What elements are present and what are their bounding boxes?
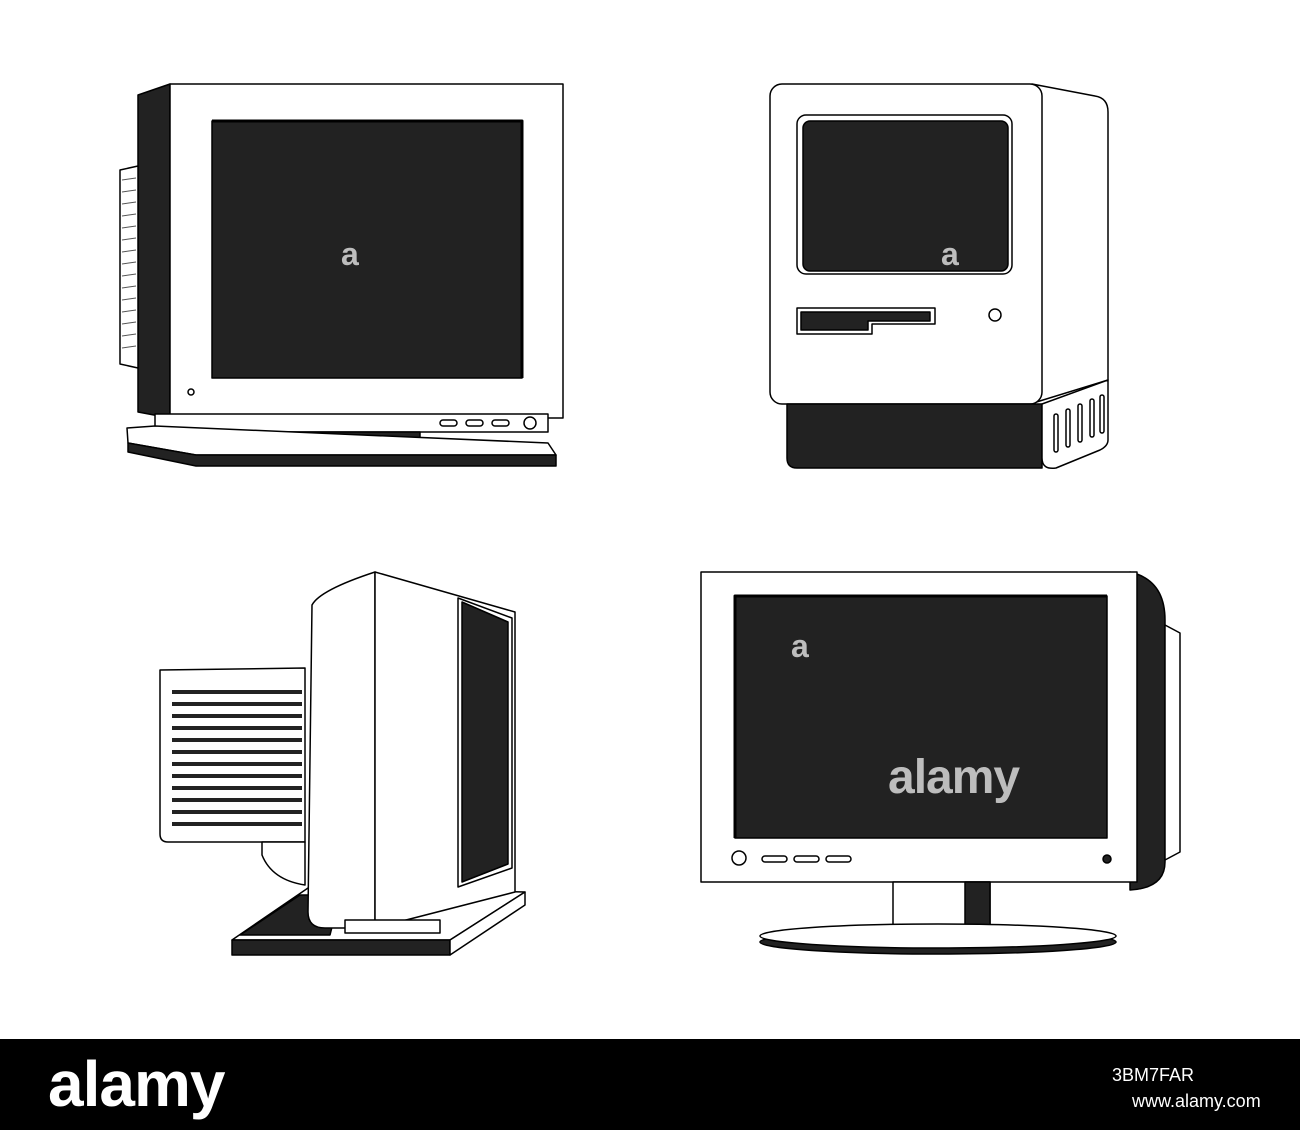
side-stand-base-edge	[231, 939, 451, 956]
crt-screen-bevel	[212, 119, 524, 378]
crt-button-2	[465, 419, 484, 427]
watermark-mark-2: a	[941, 236, 959, 272]
crt-button-1	[439, 419, 458, 427]
watermark-mark-3: a	[791, 628, 809, 664]
crt-power-button	[523, 416, 537, 430]
side-foot	[344, 919, 441, 934]
aio-floppy-slot-inner	[800, 311, 931, 331]
crt-stand-base-side	[127, 442, 557, 467]
crt-back-housing	[137, 83, 171, 419]
aio-base-front	[786, 403, 1043, 469]
crt-monitor-front	[119, 83, 564, 467]
flat-screen-bevel	[733, 594, 1107, 838]
flat-screen	[734, 595, 1108, 839]
watermark-mark-1: a	[341, 236, 359, 272]
footer-url: www.alamy.com	[1132, 1091, 1261, 1111]
flat-button-1	[761, 855, 788, 863]
flat-led	[1102, 854, 1112, 864]
crt-monitor-side	[159, 571, 526, 956]
flat-button-3	[825, 855, 852, 863]
flat-button-2	[793, 855, 820, 863]
aio-side-vents	[1053, 394, 1105, 453]
crt-screen	[211, 120, 523, 379]
flat-power-button	[731, 850, 747, 866]
aio-screen	[802, 120, 1009, 272]
side-neck	[261, 841, 306, 886]
footer-bar: alamy 3BM7FAR www.alamy.com	[0, 1039, 1300, 1130]
side-rear-cover	[159, 667, 306, 843]
footer-image-id: 3BM7FAR	[1112, 1065, 1195, 1085]
flat-stand-base-top	[759, 923, 1117, 949]
crt-side-vents	[119, 165, 139, 369]
classic-all-in-one-computer	[769, 83, 1109, 470]
crt-side-vent-lines	[121, 177, 137, 349]
side-screen	[461, 601, 509, 883]
crt-button-3	[491, 419, 510, 427]
flat-monitor	[700, 571, 1181, 955]
flat-stand-neck-shade	[964, 881, 991, 931]
side-screen-frame	[457, 597, 513, 888]
watermark-center: alamy	[888, 751, 1020, 804]
side-monitor-housing	[307, 571, 376, 929]
side-stand-base-edge-right	[449, 891, 526, 956]
side-rear-vents	[172, 690, 302, 826]
aio-side-panel	[1029, 83, 1109, 405]
footer-logo: alamy	[48, 1048, 225, 1120]
aio-power-button	[988, 308, 1002, 322]
flat-back-rim	[1164, 624, 1181, 861]
crt-power-led	[187, 388, 195, 396]
illustration	[119, 83, 1181, 956]
